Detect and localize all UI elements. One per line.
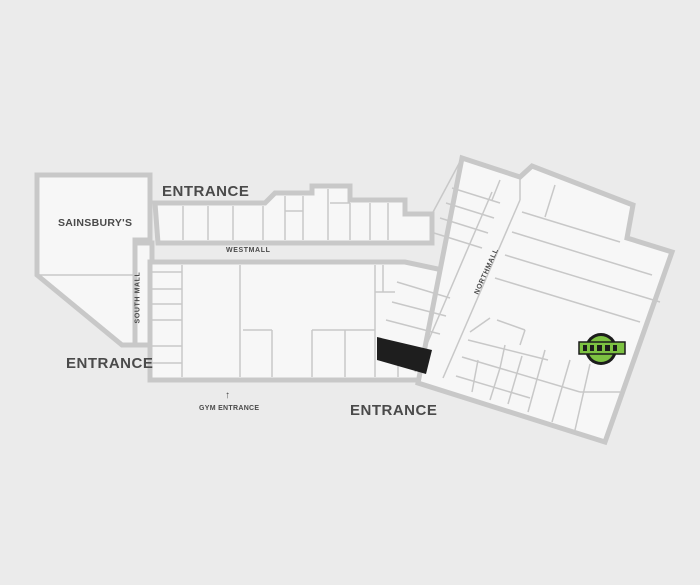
- north-shops-block: [152, 183, 435, 246]
- gym-entrance-arrow-icon: ↑: [225, 390, 230, 401]
- gym-logo[interactable]: [578, 333, 626, 365]
- west-entrance-label: ENTRANCE: [66, 355, 154, 372]
- gym-entrance-label[interactable]: GYM ENTRANCE: [199, 405, 260, 412]
- shop-divisions: [40, 157, 661, 431]
- building-outline: [34, 154, 676, 446]
- highlighted-unit[interactable]: [377, 337, 432, 374]
- south-entrance-label: ENTRANCE: [350, 402, 438, 419]
- north-entrance-label: ENTRANCE: [162, 183, 250, 200]
- north-east-block: [415, 154, 676, 446]
- south-mall-label: SOUTH MALL: [134, 271, 142, 324]
- westmall-label: WESTMALL: [226, 247, 271, 254]
- sainsburys-label: SAINSBURY'S: [58, 217, 133, 229]
